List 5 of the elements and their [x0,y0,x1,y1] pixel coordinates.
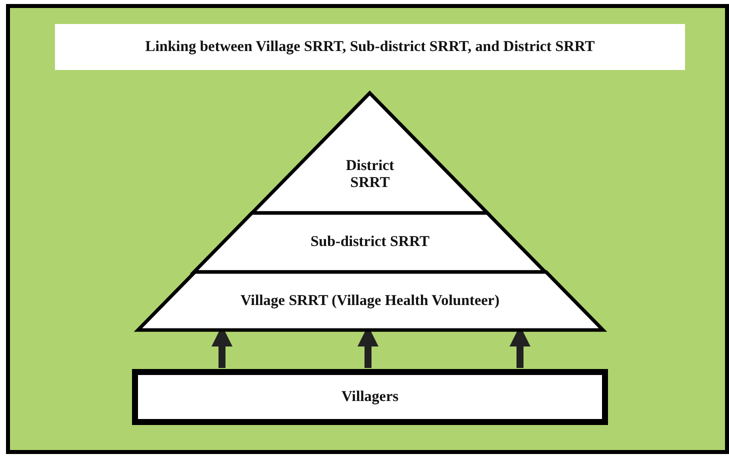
node-label: Sub-district SRRT [310,234,430,251]
node-label: District SRRT [344,158,396,192]
title: Linking between Village SRRT, Sub-district SRRT, and District SRRT [55,24,685,70]
node-label: Villagers [342,388,398,406]
node-label: Village SRRT (Village Health Volunteer) [240,292,500,310]
